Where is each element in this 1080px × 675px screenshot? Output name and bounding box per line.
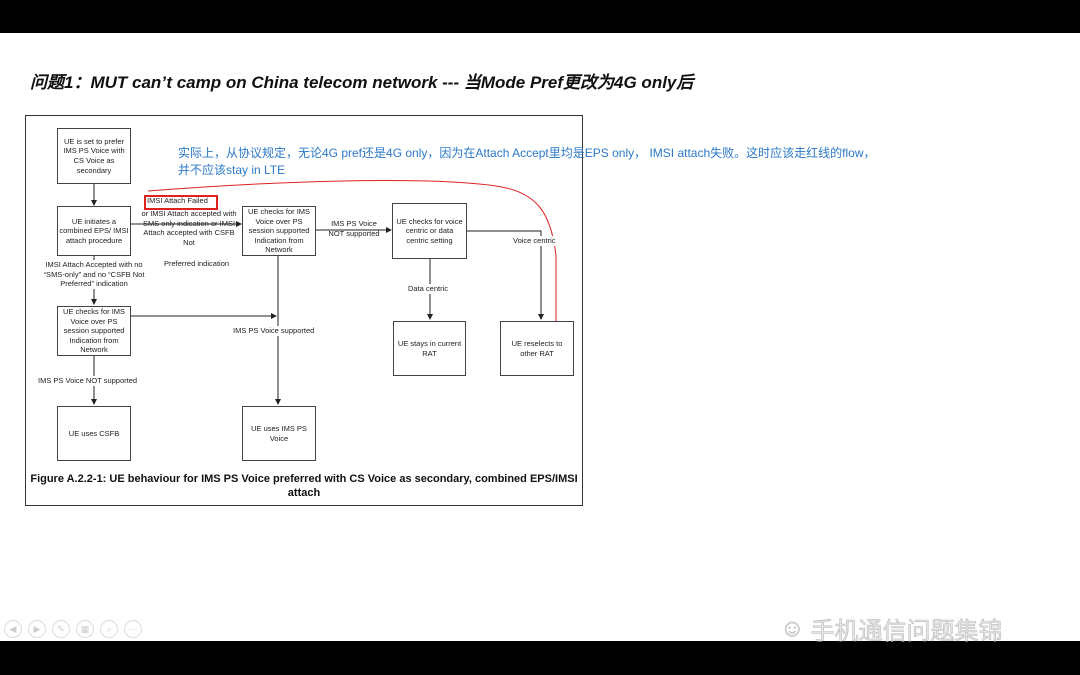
watermark: ☺ 手机通信问题集锦 <box>780 611 1003 646</box>
red-flow-line <box>147 180 557 321</box>
highlight-imsi-failed <box>144 195 218 210</box>
slide: 问题1：MUT can’t camp on China telecom netw… <box>0 33 1080 645</box>
slides-icon[interactable]: ▦ <box>76 620 94 638</box>
next-icon[interactable]: ▶ <box>28 620 46 638</box>
label-ims-not-supported-2: IMS PS Voice NOT supported <box>328 219 380 238</box>
box-uses-csfb: UE uses CSFB <box>57 406 131 461</box>
slide-title: 问题1：MUT can’t camp on China telecom netw… <box>30 73 694 92</box>
more-icon[interactable]: ⋯ <box>124 620 142 638</box>
box-voice-data-centric: UE checks for voice centric or data cent… <box>392 203 467 259</box>
label-fail-conditions: or IMSI Attach accepted with SMS only in… <box>141 209 237 247</box>
label-ims-supported: IMS PS Voice supported <box>233 326 315 336</box>
watermark-text: 手机通信问题集锦 <box>810 618 1003 646</box>
box-prefer-ims: UE is set to prefer IMS PS Voice with CS… <box>57 128 131 184</box>
label-voice-centric: Voice centric <box>513 236 556 246</box>
previous-icon[interactable]: ◀ <box>4 620 22 638</box>
box-check-ims-1: UE checks for IMS Voice over PS session … <box>57 306 131 356</box>
slideshow-controls: ◀ ▶ ✎ ▦ ⌕ ⋯ <box>4 620 142 638</box>
zoom-icon[interactable]: ⌕ <box>100 620 118 638</box>
annotation-note: 实际上，从协议规定，无论4G pref还是4G only，因为在Attach A… <box>178 146 876 177</box>
label-fail-conditions-2: Preferred indication <box>164 259 230 268</box>
wechat-icon: ☺ <box>780 614 805 642</box>
label-attach-accepted: IMSI Attach Accepted with no “SMS-only” … <box>34 260 154 289</box>
flowchart-connectors <box>91 180 557 405</box>
box-uses-ims: UE uses IMS PS Voice <box>242 406 316 461</box>
box-combined-attach: UE initiates a combined EPS/ IMSI attach… <box>57 206 131 256</box>
box-stays-rat: UE stays in current RAT <box>393 321 466 376</box>
pen-icon[interactable]: ✎ <box>52 620 70 638</box>
label-imsi-failed: IMSI Attach Failed <box>147 196 208 205</box>
label-ims-not-supported-1: IMS PS Voice NOT supported <box>38 376 138 386</box>
label-data-centric: Data centric <box>408 284 449 294</box>
box-check-ims-2: UE checks for IMS Voice over PS session … <box>242 206 316 256</box>
figure-caption: Figure A.2.2-1: UE behaviour for IMS PS … <box>30 473 578 499</box>
box-reselects-rat: UE reselects to other RAT <box>500 321 574 376</box>
flowchart-figure: UE is set to prefer IMS PS Voice with CS… <box>25 115 583 506</box>
